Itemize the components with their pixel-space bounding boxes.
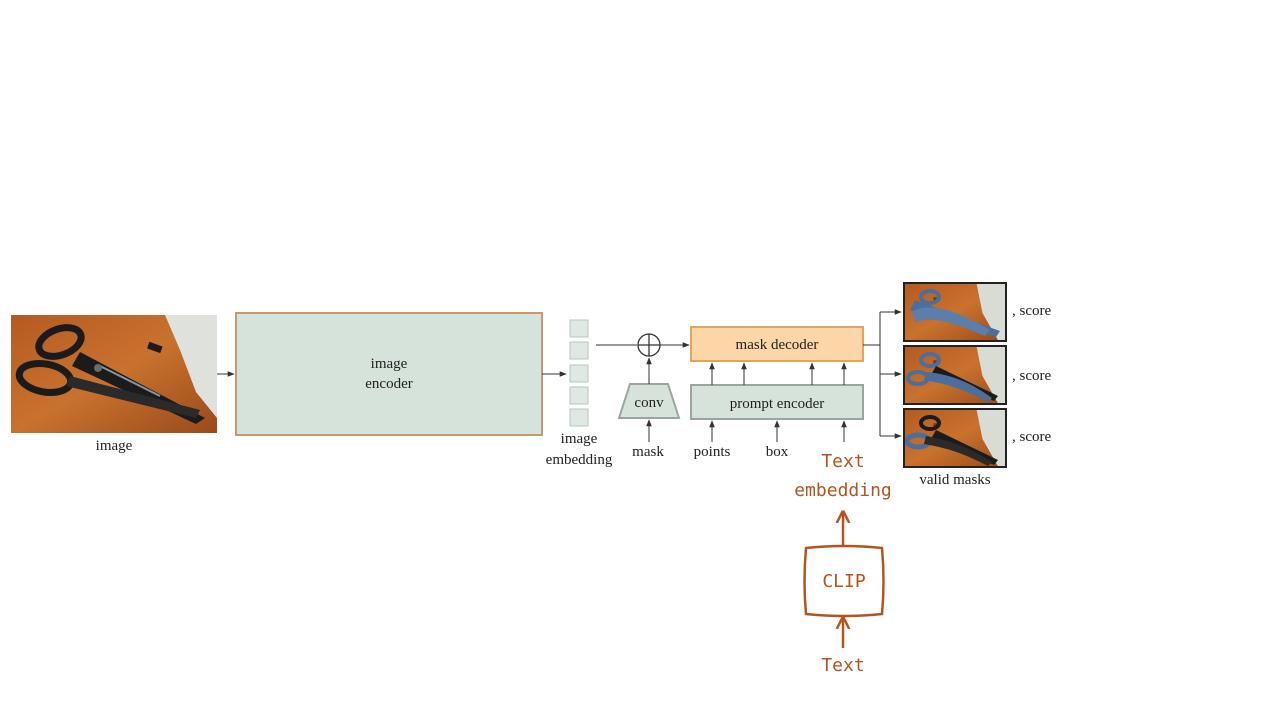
score-label: , score (1012, 368, 1051, 384)
circle-plus-icon (637, 333, 661, 357)
valid-masks-label: valid masks (919, 472, 990, 488)
image-embedding-label-line2: embedding (546, 452, 613, 468)
score-label: , score (1012, 303, 1051, 319)
embedding-cell (569, 408, 589, 427)
mask-decoder-box (690, 326, 864, 362)
input-image (11, 315, 217, 433)
image-embedding-stack (569, 319, 589, 427)
mask-input-label: mask (632, 444, 664, 460)
clip-box (803, 544, 885, 618)
score-label: , score (1012, 429, 1051, 445)
embedding-cell (569, 341, 589, 360)
embedding-cell (569, 386, 589, 405)
image-encoder-box (235, 312, 543, 436)
conv-block (617, 383, 681, 419)
image-encoder-label-line1: image (371, 356, 408, 372)
image-label: image (96, 438, 133, 454)
points-label: points (694, 444, 731, 460)
box-label: box (766, 444, 789, 460)
scissors-mask-thumbnail (903, 282, 1007, 342)
text-embedding-label-line2: embedding (794, 480, 892, 501)
text-input-label: Text (821, 655, 864, 676)
scissors-photo-icon (15, 324, 205, 424)
text-embedding-label-line1: Text (821, 451, 864, 472)
conv-label: conv (634, 395, 664, 411)
prompt-encoder-box (690, 384, 864, 420)
scissors-mask-thumbnail (903, 345, 1007, 405)
embedding-cell (569, 364, 589, 383)
scissors-mask-thumbnail (903, 408, 1007, 468)
embedding-cell (569, 319, 589, 338)
clip-label: CLIP (822, 571, 866, 592)
image-embedding-label-line1: image (561, 431, 598, 447)
mask-decoder-label: mask decoder (736, 337, 819, 353)
image-encoder-label-line2: encoder (365, 376, 412, 392)
prompt-encoder-label: prompt encoder (730, 396, 825, 412)
